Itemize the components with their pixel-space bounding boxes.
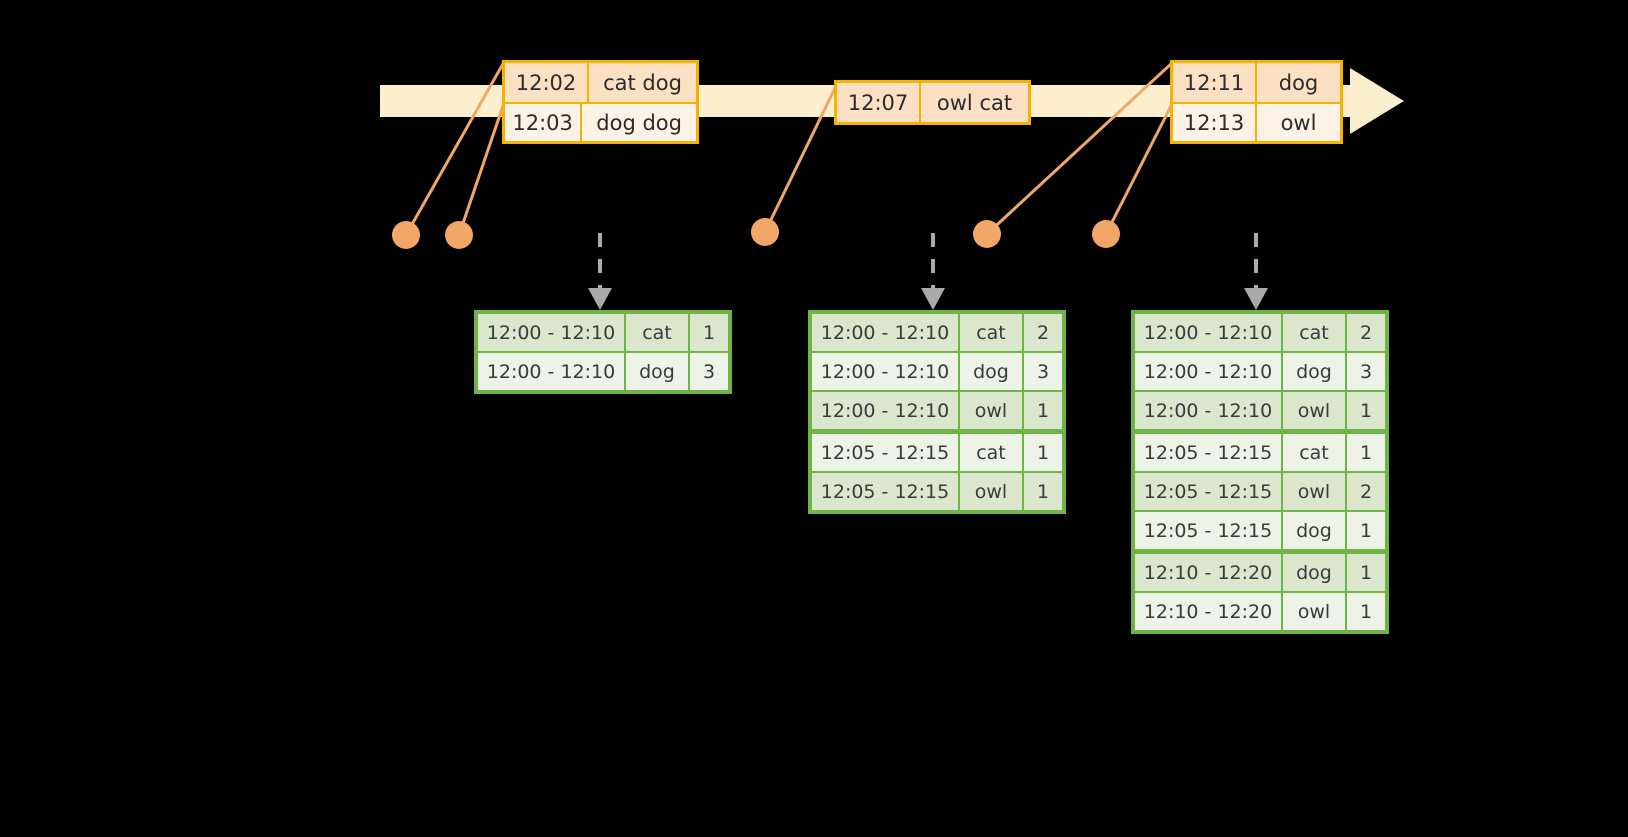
event-words: dog dog: [596, 110, 682, 135]
timeline-event-row[interactable]: 12:03 dog dog: [505, 102, 696, 141]
word-cell: owl: [1283, 473, 1345, 510]
word-cell: dog: [1283, 554, 1345, 591]
result-arrows: [598, 233, 1258, 288]
count-cell: 1: [1024, 392, 1062, 429]
timeline-event-row[interactable]: 12:13 owl: [1173, 102, 1340, 141]
window-cell: 12:00 - 12:10: [812, 314, 958, 351]
timeline-event-row[interactable]: 12:02 cat dog: [505, 63, 696, 102]
word-cell: cat: [1283, 314, 1345, 351]
word-cell: owl: [1283, 593, 1345, 630]
connector-line-3: [763, 85, 838, 233]
connector-line-1: [404, 61, 506, 236]
result-arrow-head-1: [588, 288, 612, 310]
window-cell: 12:00 - 12:10: [1135, 314, 1281, 351]
event-words: cat dog: [603, 70, 682, 95]
window-cell: 12:00 - 12:10: [812, 353, 958, 390]
event-time: 12:03: [505, 104, 583, 141]
result-arrow-head-2: [921, 288, 945, 310]
count-cell: 2: [1024, 314, 1062, 351]
word-cell: dog: [1283, 353, 1345, 390]
event-words: dog: [1278, 70, 1319, 95]
window-cell: 12:10 - 12:20: [1135, 593, 1281, 630]
timeline-event-group-2[interactable]: 12:07 owl cat: [834, 80, 1031, 125]
count-cell: 1: [1347, 392, 1385, 429]
window-cell: 12:05 - 12:15: [1135, 512, 1281, 549]
event-dot-1: [392, 221, 420, 249]
timeline-event-group-1[interactable]: 12:02 cat dog 12:03 dog dog: [502, 60, 699, 144]
count-cell: 1: [690, 314, 728, 351]
event-time: 12:11: [1173, 63, 1257, 102]
window-cell: 12:00 - 12:10: [478, 353, 624, 390]
window-cell: 12:00 - 12:10: [478, 314, 624, 351]
timeline-event-row[interactable]: 12:11 dog: [1173, 63, 1340, 102]
word-cell: dog: [1283, 512, 1345, 549]
word-cell: cat: [960, 314, 1022, 351]
word-cell: cat: [1283, 434, 1345, 471]
window-cell: 12:00 - 12:10: [1135, 392, 1281, 429]
window-cell: 12:00 - 12:10: [812, 392, 958, 429]
count-cell: 1: [1347, 434, 1385, 471]
event-dots: [392, 218, 1120, 249]
event-dot-2: [445, 221, 473, 249]
event-words: owl: [1280, 110, 1317, 135]
event-time: 12:02: [505, 63, 589, 102]
count-cell: 1: [1347, 593, 1385, 630]
word-cell: owl: [960, 392, 1022, 429]
event-dot-3: [751, 218, 779, 246]
window-cell: 12:05 - 12:15: [1135, 473, 1281, 510]
word-cell: owl: [1283, 392, 1345, 429]
count-cell: 3: [1024, 353, 1062, 390]
window-cell: 12:05 - 12:15: [812, 473, 958, 510]
window-cell: 12:00 - 12:10: [1135, 353, 1281, 390]
word-cell: cat: [960, 434, 1022, 471]
window-cell: 12:05 - 12:15: [812, 434, 958, 471]
word-cell: dog: [960, 353, 1022, 390]
window-cell: 12:10 - 12:20: [1135, 554, 1281, 591]
event-time: 12:13: [1173, 104, 1257, 141]
connector-line-5: [1104, 103, 1174, 235]
word-cell: dog: [626, 353, 688, 390]
result-arrow-head-3: [1244, 288, 1268, 310]
word-cell: owl: [960, 473, 1022, 510]
count-cell: 3: [690, 353, 728, 390]
count-cell: 1: [1024, 473, 1062, 510]
word-cell: cat: [626, 314, 688, 351]
event-time: 12:07: [837, 83, 921, 122]
event-words: owl cat: [936, 90, 1013, 115]
event-dot-5: [1092, 220, 1120, 248]
connector-line-2: [457, 102, 506, 236]
count-cell: 3: [1347, 353, 1385, 390]
count-cell: 1: [1347, 554, 1385, 591]
count-cell: 1: [1347, 512, 1385, 549]
timeline-event-group-3[interactable]: 12:11 dog 12:13 owl: [1170, 60, 1343, 144]
window-cell: 12:05 - 12:15: [1135, 434, 1281, 471]
event-dot-4: [973, 220, 1001, 248]
count-cell: 2: [1347, 314, 1385, 351]
count-cell: 1: [1024, 434, 1062, 471]
result-arrow-heads: [588, 288, 1268, 310]
timeline-event-row[interactable]: 12:07 owl cat: [837, 83, 1028, 122]
count-cell: 2: [1347, 473, 1385, 510]
